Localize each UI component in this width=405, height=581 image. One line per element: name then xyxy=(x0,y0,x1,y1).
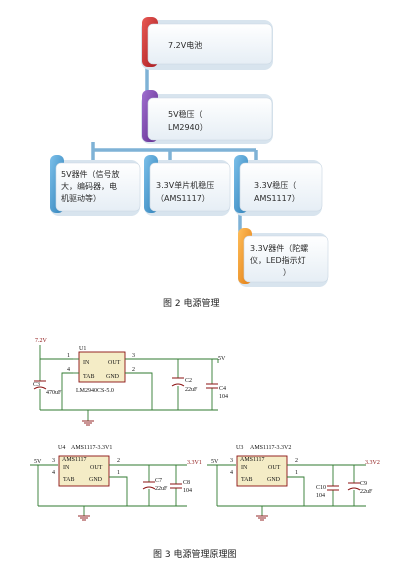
svg-text:C2: C2 xyxy=(185,378,192,384)
svg-text:22uF: 22uF xyxy=(185,387,198,393)
regulator-33v-label-line1: 3.3V稳压（ xyxy=(254,180,296,190)
devices-33v-label-line3: ） xyxy=(283,268,291,277)
mcu-regulator-label-line2: （AMS1117） xyxy=(156,194,210,203)
svg-text:TAB: TAB xyxy=(63,477,75,483)
svg-text:104: 104 xyxy=(183,488,192,494)
figure-3-caption: 图 3 电源管理原理图 xyxy=(153,548,236,560)
net-label-7v2: 7.2V xyxy=(35,338,48,344)
u3-ref: U3 xyxy=(236,445,243,451)
svg-text:C7: C7 xyxy=(155,478,162,484)
svg-text:22uF: 22uF xyxy=(360,489,373,495)
capacitor-c3 xyxy=(33,380,47,390)
ground-symbol xyxy=(82,420,94,426)
u4-input-net: 5V xyxy=(34,459,42,465)
svg-text:GND: GND xyxy=(106,374,120,380)
svg-text:GND: GND xyxy=(267,477,281,483)
svg-text:4: 4 xyxy=(52,470,55,476)
svg-text:OUT: OUT xyxy=(90,465,103,471)
svg-text:104: 104 xyxy=(316,493,325,499)
devices-5v-box: 5V器件（信号放 大，编码器，电 机驱动等） xyxy=(50,155,141,216)
u1-chip xyxy=(78,351,126,383)
u4-output-net: 3.3V1 xyxy=(187,460,202,466)
svg-text:IN: IN xyxy=(63,465,70,471)
u1-ref: U1 xyxy=(79,346,86,352)
svg-text:3: 3 xyxy=(132,353,135,359)
regulator-33v-label-line2: AMS1117） xyxy=(254,194,300,203)
schematic-top: 7.2V U1 IN OUT TAB GND LM2940CS-5.0 1 3 … xyxy=(33,338,228,426)
capacitor-c2 xyxy=(171,377,185,387)
block-diagram: 7.2V电池 5V稳压（ LM2940） 5V器件（信号放 大，编码器，电 机驱… xyxy=(50,17,329,309)
u1-part: LM2940CS-5.0 xyxy=(76,388,114,394)
figure-2-caption: 图 2 电源管理 xyxy=(163,297,219,309)
svg-text:OUT: OUT xyxy=(268,465,281,471)
u3-output-net: 3.3V2 xyxy=(365,460,380,466)
net-label-5v: 5V xyxy=(218,356,226,362)
ground-symbol xyxy=(78,515,90,521)
capacitor-c7 xyxy=(142,481,156,490)
svg-text:C9: C9 xyxy=(360,481,367,487)
devices-33v-label-line2: 仪，LED指示灯 xyxy=(250,255,306,265)
svg-text:OUT: OUT xyxy=(108,360,121,366)
svg-text:4: 4 xyxy=(67,367,70,373)
mcu-regulator-box: 3.3V单片机稳压 （AMS1117） xyxy=(144,155,231,216)
ground-symbol xyxy=(256,515,268,521)
devices-5v-label-line2: 大，编码器，电 xyxy=(61,181,117,191)
u4-ref: U4 xyxy=(58,445,65,451)
battery-box: 7.2V电池 xyxy=(141,17,273,70)
tree-connectors xyxy=(91,64,258,257)
u3-part-label: AMS1117-3.3V2 xyxy=(250,445,291,451)
svg-text:104: 104 xyxy=(219,394,228,400)
svg-text:1: 1 xyxy=(67,353,70,359)
svg-text:3: 3 xyxy=(52,458,55,464)
svg-text:IN: IN xyxy=(83,360,90,366)
svg-text:1: 1 xyxy=(295,470,298,476)
devices-33v-label-line1: 3.3V器件（陀螺 xyxy=(250,243,308,253)
regulator-5v-box: 5V稳压（ LM2940） xyxy=(141,90,273,144)
svg-text:IN: IN xyxy=(241,465,248,471)
capacitor-c10 xyxy=(327,485,339,491)
svg-text:4: 4 xyxy=(230,470,233,476)
regulator-5v-label-line1: 5V稳压（ xyxy=(168,109,203,119)
svg-text:2: 2 xyxy=(117,458,120,464)
u3-chip xyxy=(236,455,288,487)
devices-5v-label-line3: 机驱动等） xyxy=(61,193,101,203)
schematic-right: 5V U3 AMS1117-3.3V2 AMS1117 IN OUT TAB G… xyxy=(207,445,380,521)
regulator-5v-label-line2: LM2940） xyxy=(168,123,208,132)
svg-text:3: 3 xyxy=(230,458,233,464)
mcu-regulator-label-line1: 3.3V单片机稳压 xyxy=(156,180,214,190)
svg-text:TAB: TAB xyxy=(83,374,95,380)
capacitor-c8 xyxy=(170,483,182,489)
devices-5v-label-line1: 5V器件（信号放 xyxy=(61,169,120,179)
regulator-33v-box: 3.3V稳压（ AMS1117） xyxy=(234,155,323,216)
devices-33v-box: 3.3V器件（陀螺 仪，LED指示灯 ） xyxy=(238,228,329,287)
svg-text:C4: C4 xyxy=(219,386,226,392)
svg-text:C10: C10 xyxy=(316,485,326,491)
svg-text:22uF: 22uF xyxy=(155,486,168,492)
svg-text:2: 2 xyxy=(295,458,298,464)
u4-part-label: AMS1117-3.3V1 xyxy=(71,445,112,451)
svg-text:1: 1 xyxy=(117,470,120,476)
u3-input-net: 5V xyxy=(211,459,219,465)
battery-label: 7.2V电池 xyxy=(168,40,202,50)
capacitor-c4 xyxy=(206,383,218,389)
schematic-left: 5V U4 AMS1117-3.3V1 AMS1117 IN OUT TAB G… xyxy=(30,445,202,521)
u3-part: AMS1117 xyxy=(240,457,265,463)
svg-text:GND: GND xyxy=(89,477,103,483)
svg-text:470uF: 470uF xyxy=(46,390,62,396)
svg-text:C3: C3 xyxy=(33,382,40,388)
svg-text:2: 2 xyxy=(132,367,135,373)
svg-text:C8: C8 xyxy=(183,480,190,486)
u4-chip xyxy=(58,455,110,487)
u4-part: AMS1117 xyxy=(62,457,87,463)
capacitor-c9 xyxy=(347,482,361,491)
svg-text:TAB: TAB xyxy=(241,477,253,483)
